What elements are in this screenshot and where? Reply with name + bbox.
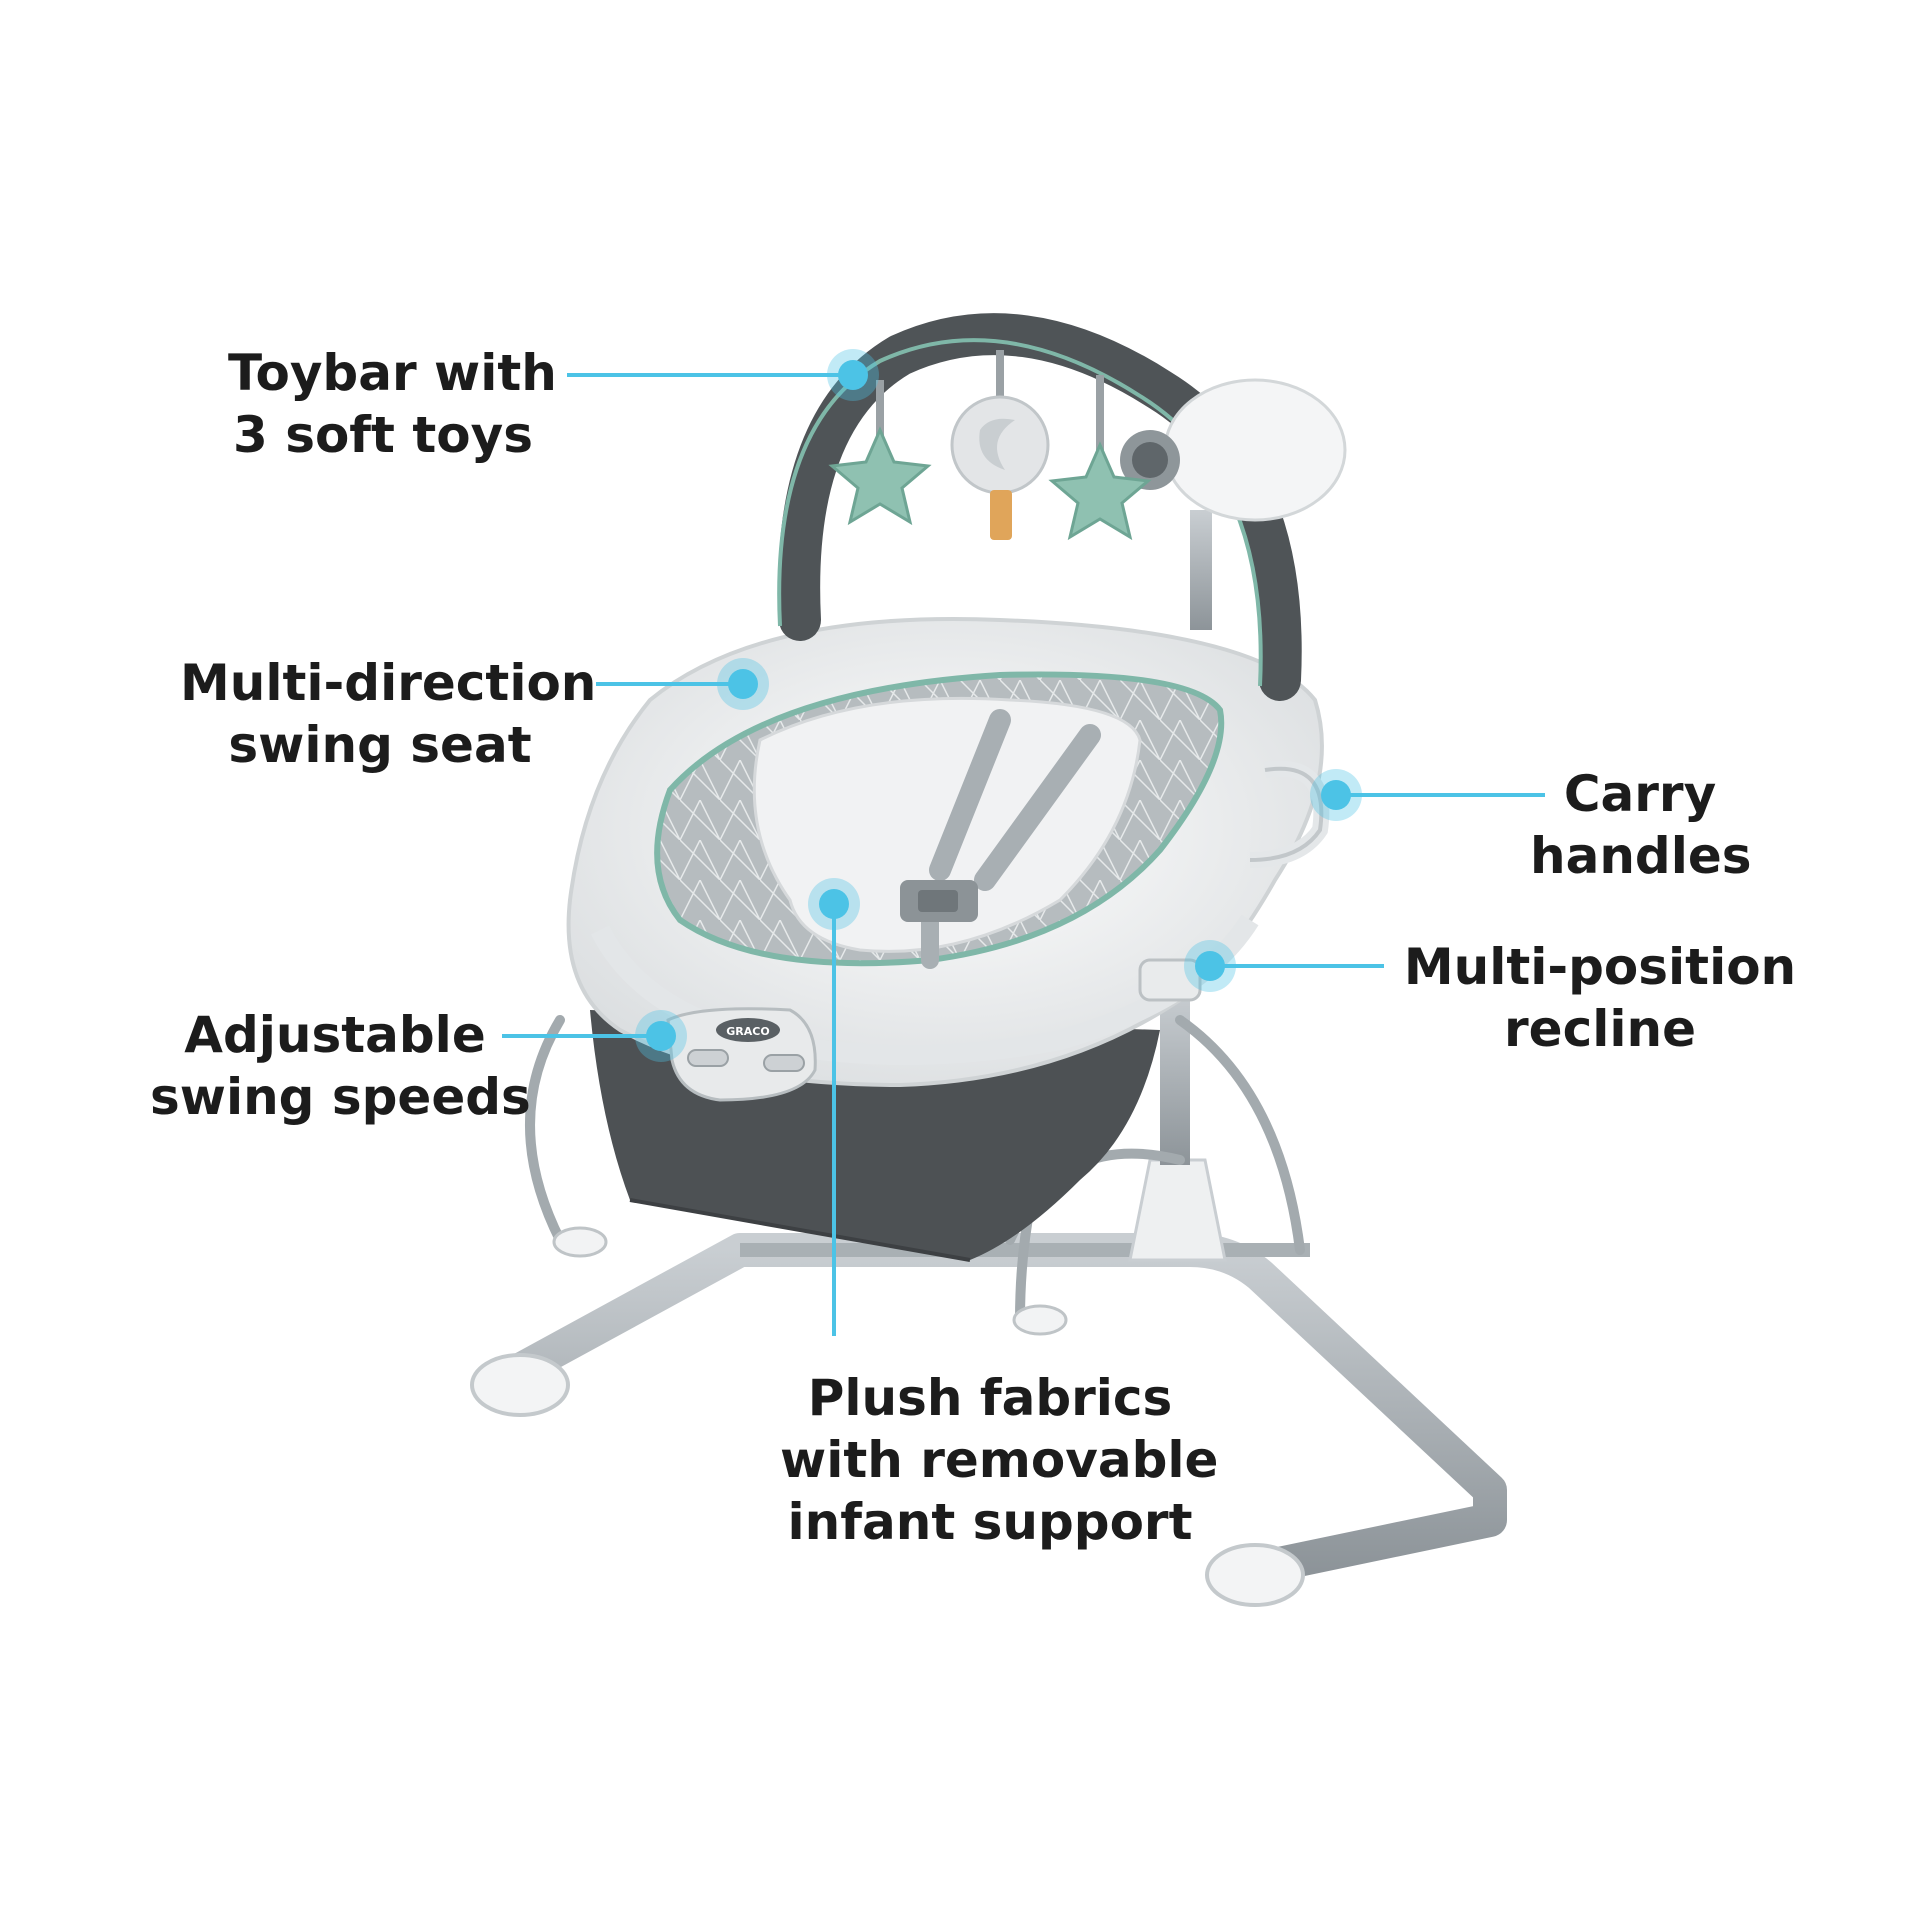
callout-line: Carry — [1563, 765, 1717, 823]
callout-plush-fabrics: Plush fabrics with removable infant supp… — [780, 1367, 1219, 1553]
carry-handle — [1249, 760, 1330, 868]
swing-speeds-dot — [635, 1010, 687, 1062]
callout-recline: Multi-position recline — [1400, 936, 1800, 1060]
callout-lines — [502, 373, 1545, 1336]
callout-line: Plush fabrics — [807, 1369, 1173, 1427]
moon-toy-icon — [950, 395, 1050, 495]
control-panel: GRACO — [666, 1007, 817, 1102]
callout-line: Multi-position — [1403, 938, 1797, 996]
callout-line: with removable — [780, 1431, 1219, 1489]
callout-line: Multi-direction — [180, 654, 597, 712]
callout-carry-handles: Carry handles — [1530, 763, 1752, 887]
callout-toybar: Toybar with 3 soft toys — [228, 342, 557, 466]
carry-handles-dot — [1310, 769, 1362, 821]
star-toy-icon — [1048, 441, 1152, 541]
callout-line: swing seat — [228, 716, 532, 774]
plush-fabrics-dot — [808, 878, 860, 930]
callout-dots — [635, 349, 1362, 1062]
recline-dot — [1184, 940, 1236, 992]
callout-line: handles — [1530, 827, 1752, 885]
hanging-toys — [828, 350, 1152, 541]
callout-line: 3 soft toys — [233, 406, 533, 464]
harness — [900, 709, 1101, 969]
swing-seat-dot — [717, 658, 769, 710]
callout-line: Toybar with — [228, 344, 557, 402]
toybar-dot — [827, 349, 879, 401]
recline-pivot — [1138, 510, 1212, 1002]
star-toy-icon — [828, 426, 932, 526]
callout-swing-seat: Multi-direction swing seat — [180, 652, 597, 776]
callout-swing-speeds: Adjustable swing speeds — [150, 1004, 531, 1128]
callout-line: infant support — [787, 1493, 1193, 1551]
callout-line: Adjustable — [184, 1006, 486, 1064]
callout-line: recline — [1504, 1000, 1696, 1058]
callout-line: swing speeds — [150, 1068, 531, 1126]
brand-logo: GRACO — [726, 1025, 769, 1038]
toybar — [777, 313, 1347, 701]
